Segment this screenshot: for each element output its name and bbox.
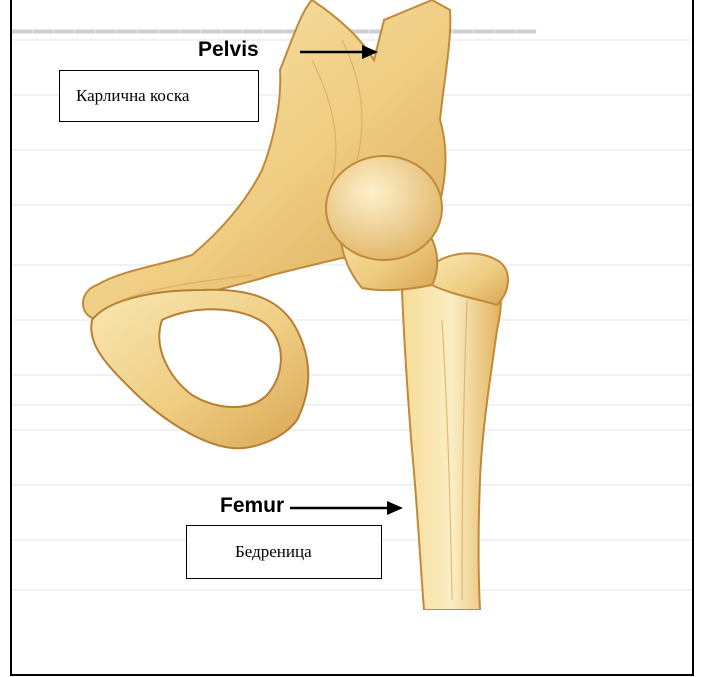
femur-arrow-icon [290,501,403,515]
femur-label: Femur [220,494,284,518]
pelvis-label: Pelvis [198,38,259,62]
pelvis-translation-box: Карлична коска [59,70,259,122]
femur-translation-box: Бедреница [186,525,382,579]
femoral-head [326,156,442,260]
hip-joint-illustration: ▁▁▁▁▁▁▁▁▁▁▁▁▁▁▁▁▁▁▁▁▁▁▁▁▁ [12,0,692,610]
